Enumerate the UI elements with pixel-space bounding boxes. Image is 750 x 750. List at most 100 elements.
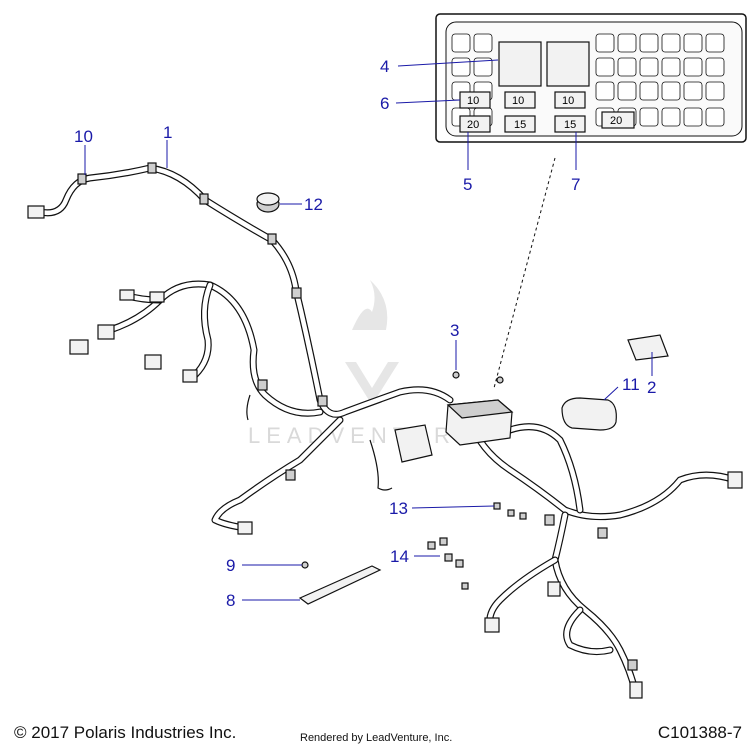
fuse-cavity (595, 57, 615, 77)
watermark: LEADVENTURE (248, 280, 477, 448)
fuse-cavity (683, 57, 703, 77)
fuse-cavity (473, 33, 493, 53)
clip (77, 173, 87, 185)
connector (629, 681, 643, 699)
connector (547, 581, 561, 597)
callout-2: 2 (647, 378, 656, 397)
relay-right (546, 41, 590, 87)
relay-left (498, 41, 542, 87)
fuse-box (394, 399, 514, 463)
fuse-label: 10 (512, 95, 524, 107)
fuse-cavity (705, 57, 725, 77)
clip (544, 514, 555, 526)
fuse-cavity (451, 57, 471, 77)
ground-wire (246, 394, 251, 421)
detail-leader-dashed (493, 157, 556, 389)
fuse-label: 10 (562, 95, 574, 107)
callout-14: 14 (390, 547, 409, 566)
callout-10: 10 (74, 127, 93, 146)
part-number: C101388-7 (657, 723, 742, 742)
callout-leaders (84, 59, 653, 601)
connector (97, 324, 115, 340)
callout-8: 8 (226, 591, 235, 610)
control-module (561, 397, 617, 431)
clip (199, 193, 209, 205)
clip (317, 395, 328, 407)
fuse-cavity (451, 33, 471, 53)
fuse-cavity (661, 107, 681, 127)
mounting-bracket (298, 565, 382, 605)
callout-13: 13 (389, 499, 408, 518)
screws (301, 371, 504, 569)
watermark-text: LEADVENTURE (248, 423, 477, 448)
callouts: 1 2 3 4 5 6 7 8 9 10 11 12 13 14 (74, 57, 656, 610)
fuse-7 (554, 115, 586, 133)
connector (727, 471, 743, 489)
harness-clips (77, 162, 638, 671)
clip (267, 233, 277, 245)
callout-5: 5 (463, 175, 472, 194)
fuse-cavity (683, 107, 703, 127)
connector (144, 354, 162, 370)
fuse-cavity (683, 81, 703, 101)
connector (484, 617, 500, 633)
fuse-label: 15 (514, 119, 526, 131)
label-plate (627, 334, 669, 361)
fuse-label: 20 (610, 115, 622, 127)
callout-7: 7 (571, 175, 580, 194)
fuse-label: 10 (467, 95, 479, 107)
clip (597, 527, 608, 539)
connectors (27, 205, 743, 699)
clip (257, 379, 268, 391)
fuse-cavity (661, 33, 681, 53)
fuse-cavity (639, 107, 659, 127)
fuse-cavity (617, 57, 637, 77)
callout-4: 4 (380, 57, 389, 76)
nuts (427, 502, 527, 590)
fuse-cavity (617, 33, 637, 53)
fuse-cavity (617, 81, 637, 101)
callout-9: 9 (226, 556, 235, 575)
callout-1: 1 (163, 123, 172, 142)
clip (147, 162, 157, 174)
grommet (256, 192, 280, 213)
fuse-cavity (639, 33, 659, 53)
fuse-cavity (473, 57, 493, 77)
fuse-cavity (683, 33, 703, 53)
callout-3: 3 (450, 321, 459, 340)
copyright-text: © 2017 Polaris Industries Inc. (14, 723, 237, 742)
connector (27, 205, 45, 219)
connector (149, 291, 165, 303)
fuse-box-inset: 10 10 10 20 15 15 20 (435, 13, 747, 143)
clip (291, 287, 302, 299)
fuse-cavity (705, 107, 725, 127)
connector (182, 369, 198, 383)
fuse-label: 20 (467, 119, 479, 131)
connector (237, 521, 253, 535)
clip (627, 659, 638, 671)
callout-12: 12 (304, 195, 323, 214)
callout-11: 11 (622, 375, 640, 394)
fuse-cavity (661, 57, 681, 77)
connector-block (394, 424, 433, 463)
fuse-cavity (661, 81, 681, 101)
fuse-cavity (639, 57, 659, 77)
callout-6: 6 (380, 94, 389, 113)
connector (69, 339, 89, 355)
rendered-by-text: Rendered by LeadVenture, Inc. (300, 732, 453, 744)
fuse-label: 15 (564, 119, 576, 131)
fuse-cavity (705, 33, 725, 53)
fuse-cavity (705, 81, 725, 101)
sensor-wire (369, 439, 393, 491)
fuse-c (504, 115, 536, 133)
connector (119, 289, 135, 301)
fuse-cavity (595, 33, 615, 53)
clip (285, 469, 296, 481)
fuse-cavity (639, 81, 659, 101)
fuse-a (504, 91, 536, 109)
fuse-b (554, 91, 586, 109)
fuse-cavity (595, 81, 615, 101)
fuse-d (601, 111, 635, 129)
fuse-5 (459, 115, 491, 133)
